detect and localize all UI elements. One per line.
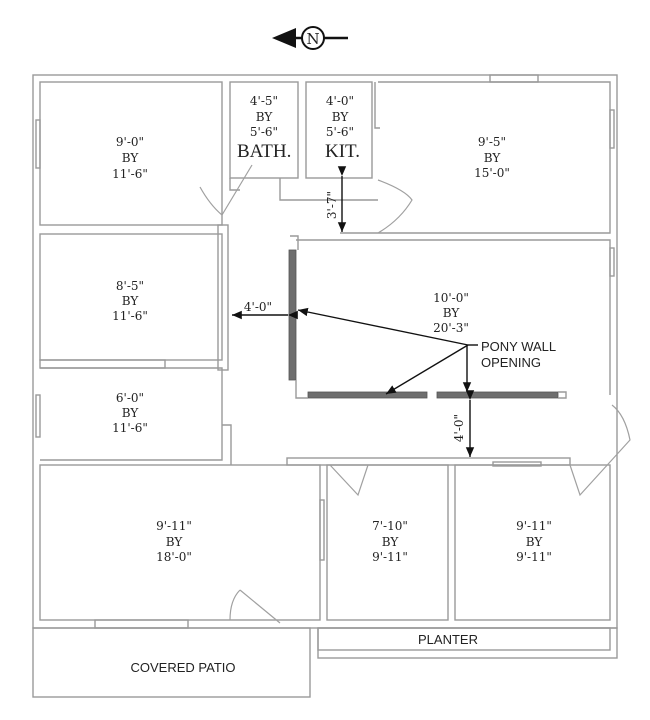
pony-wall-left xyxy=(307,391,428,399)
room-label-ne: 9'-5" BY 15'-0" xyxy=(474,135,510,180)
room-width: 9'-11" xyxy=(156,519,192,533)
room-length: 18'-0" xyxy=(156,550,192,564)
room-label-se: 9'-11" BY 9'-11" xyxy=(516,519,552,564)
room-by: BY xyxy=(122,294,140,308)
room-by: BY xyxy=(443,306,461,320)
pony-wall-vertical xyxy=(288,249,297,381)
hall-width-dimension: 4'-0" xyxy=(244,300,272,314)
room-length: 11'-6" xyxy=(112,167,148,181)
planter-label: PLANTER xyxy=(418,632,478,647)
room-width: 9'-5" xyxy=(478,135,506,149)
room-by: BY xyxy=(484,151,502,165)
pony-wall-opening-label: OPENING xyxy=(481,355,541,370)
room-width: 4'-5" xyxy=(250,94,278,108)
room-length: 11'-6" xyxy=(112,421,148,435)
doors xyxy=(199,164,631,624)
room-by: BY xyxy=(526,535,544,549)
room-label-bath: 4'-5" BY 5'-6" BATH. xyxy=(237,94,291,162)
room-length: 9'-11" xyxy=(516,550,552,564)
pony-wall-label: PONY WALL xyxy=(481,339,556,354)
room-label-sw-small: 6'-0" BY 11'-6" xyxy=(112,391,148,435)
room-width: 9'-11" xyxy=(516,519,552,533)
room-length: 11'-6" xyxy=(112,309,148,323)
room-by: BY xyxy=(256,110,274,124)
room-by: BY xyxy=(166,535,184,549)
room-width: 8'-5" xyxy=(116,279,144,293)
pony-wall-right xyxy=(436,391,559,399)
room-width: 4'-0" xyxy=(326,94,354,108)
room-by: BY xyxy=(122,406,140,420)
covered-patio-label: COVERED PATIO xyxy=(131,660,236,675)
room-length: 20'-3" xyxy=(433,321,469,335)
covered-patio xyxy=(32,627,311,698)
room-width: 6'-0" xyxy=(116,391,144,405)
room-label-kitchen: 4'-0" BY 5'-6" KIT. xyxy=(325,94,360,162)
north-arrow: N xyxy=(272,26,348,50)
entry-depth-dimension: 3'-7" xyxy=(325,191,339,219)
room-name-kitchen: KIT. xyxy=(325,141,360,162)
room-length: 5'-6" xyxy=(250,125,278,139)
corridor-width-dimension: 4'-0" xyxy=(452,414,466,442)
room-label-living: 10'-0" BY 20'-3" xyxy=(433,291,469,335)
room-length: 5'-6" xyxy=(326,125,354,139)
room-length: 15'-0" xyxy=(474,166,510,180)
room-width: 10'-0" xyxy=(433,291,469,305)
north-label: N xyxy=(306,30,319,48)
room-length: 9'-11" xyxy=(372,550,408,564)
room-width: 7'-10" xyxy=(372,519,408,533)
room-by: BY xyxy=(332,110,350,124)
room-label-bedroom-nw: 9'-0" BY 11'-6" xyxy=(112,135,148,181)
room-label-sw: 9'-11" BY 18'-0" xyxy=(156,519,192,564)
room-name-bath: BATH. xyxy=(237,141,291,162)
room-label-s-mid: 7'-10" BY 9'-11" xyxy=(372,519,408,564)
room-label-bedroom-w: 8'-5" BY 11'-6" xyxy=(112,279,148,323)
room-width: 9'-0" xyxy=(116,135,144,149)
room-by: BY xyxy=(122,151,140,165)
room-by: BY xyxy=(382,535,400,549)
